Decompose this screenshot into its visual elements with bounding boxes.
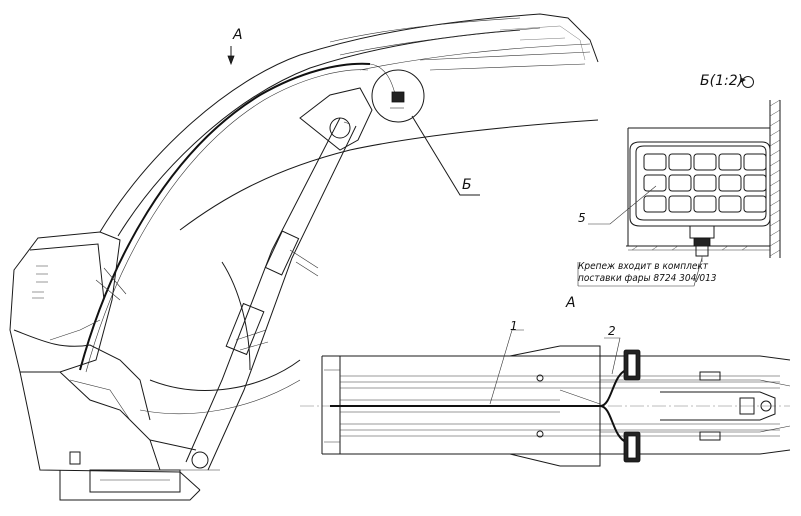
detail-b-note-line1: Крепеж входит в комплект xyxy=(578,261,709,272)
rotated-view-icon xyxy=(740,76,754,88)
view-direction-arrow xyxy=(227,46,235,66)
view-a-title: А xyxy=(566,295,576,311)
view-direction-label: А xyxy=(233,27,243,43)
detail-b-item-number: 5 xyxy=(578,211,586,225)
detail-b-view xyxy=(577,76,781,287)
view-a-item-2: 2 xyxy=(608,324,616,338)
view-a-item-1: 1 xyxy=(510,319,518,333)
main-side-view xyxy=(9,13,599,501)
detail-b-callout-label: Б xyxy=(462,177,472,193)
detail-b-note-line2: поставки фары 8724 304/013 xyxy=(578,273,717,284)
view-a xyxy=(300,329,791,467)
detail-b-title: Б(1:2) xyxy=(700,73,744,89)
